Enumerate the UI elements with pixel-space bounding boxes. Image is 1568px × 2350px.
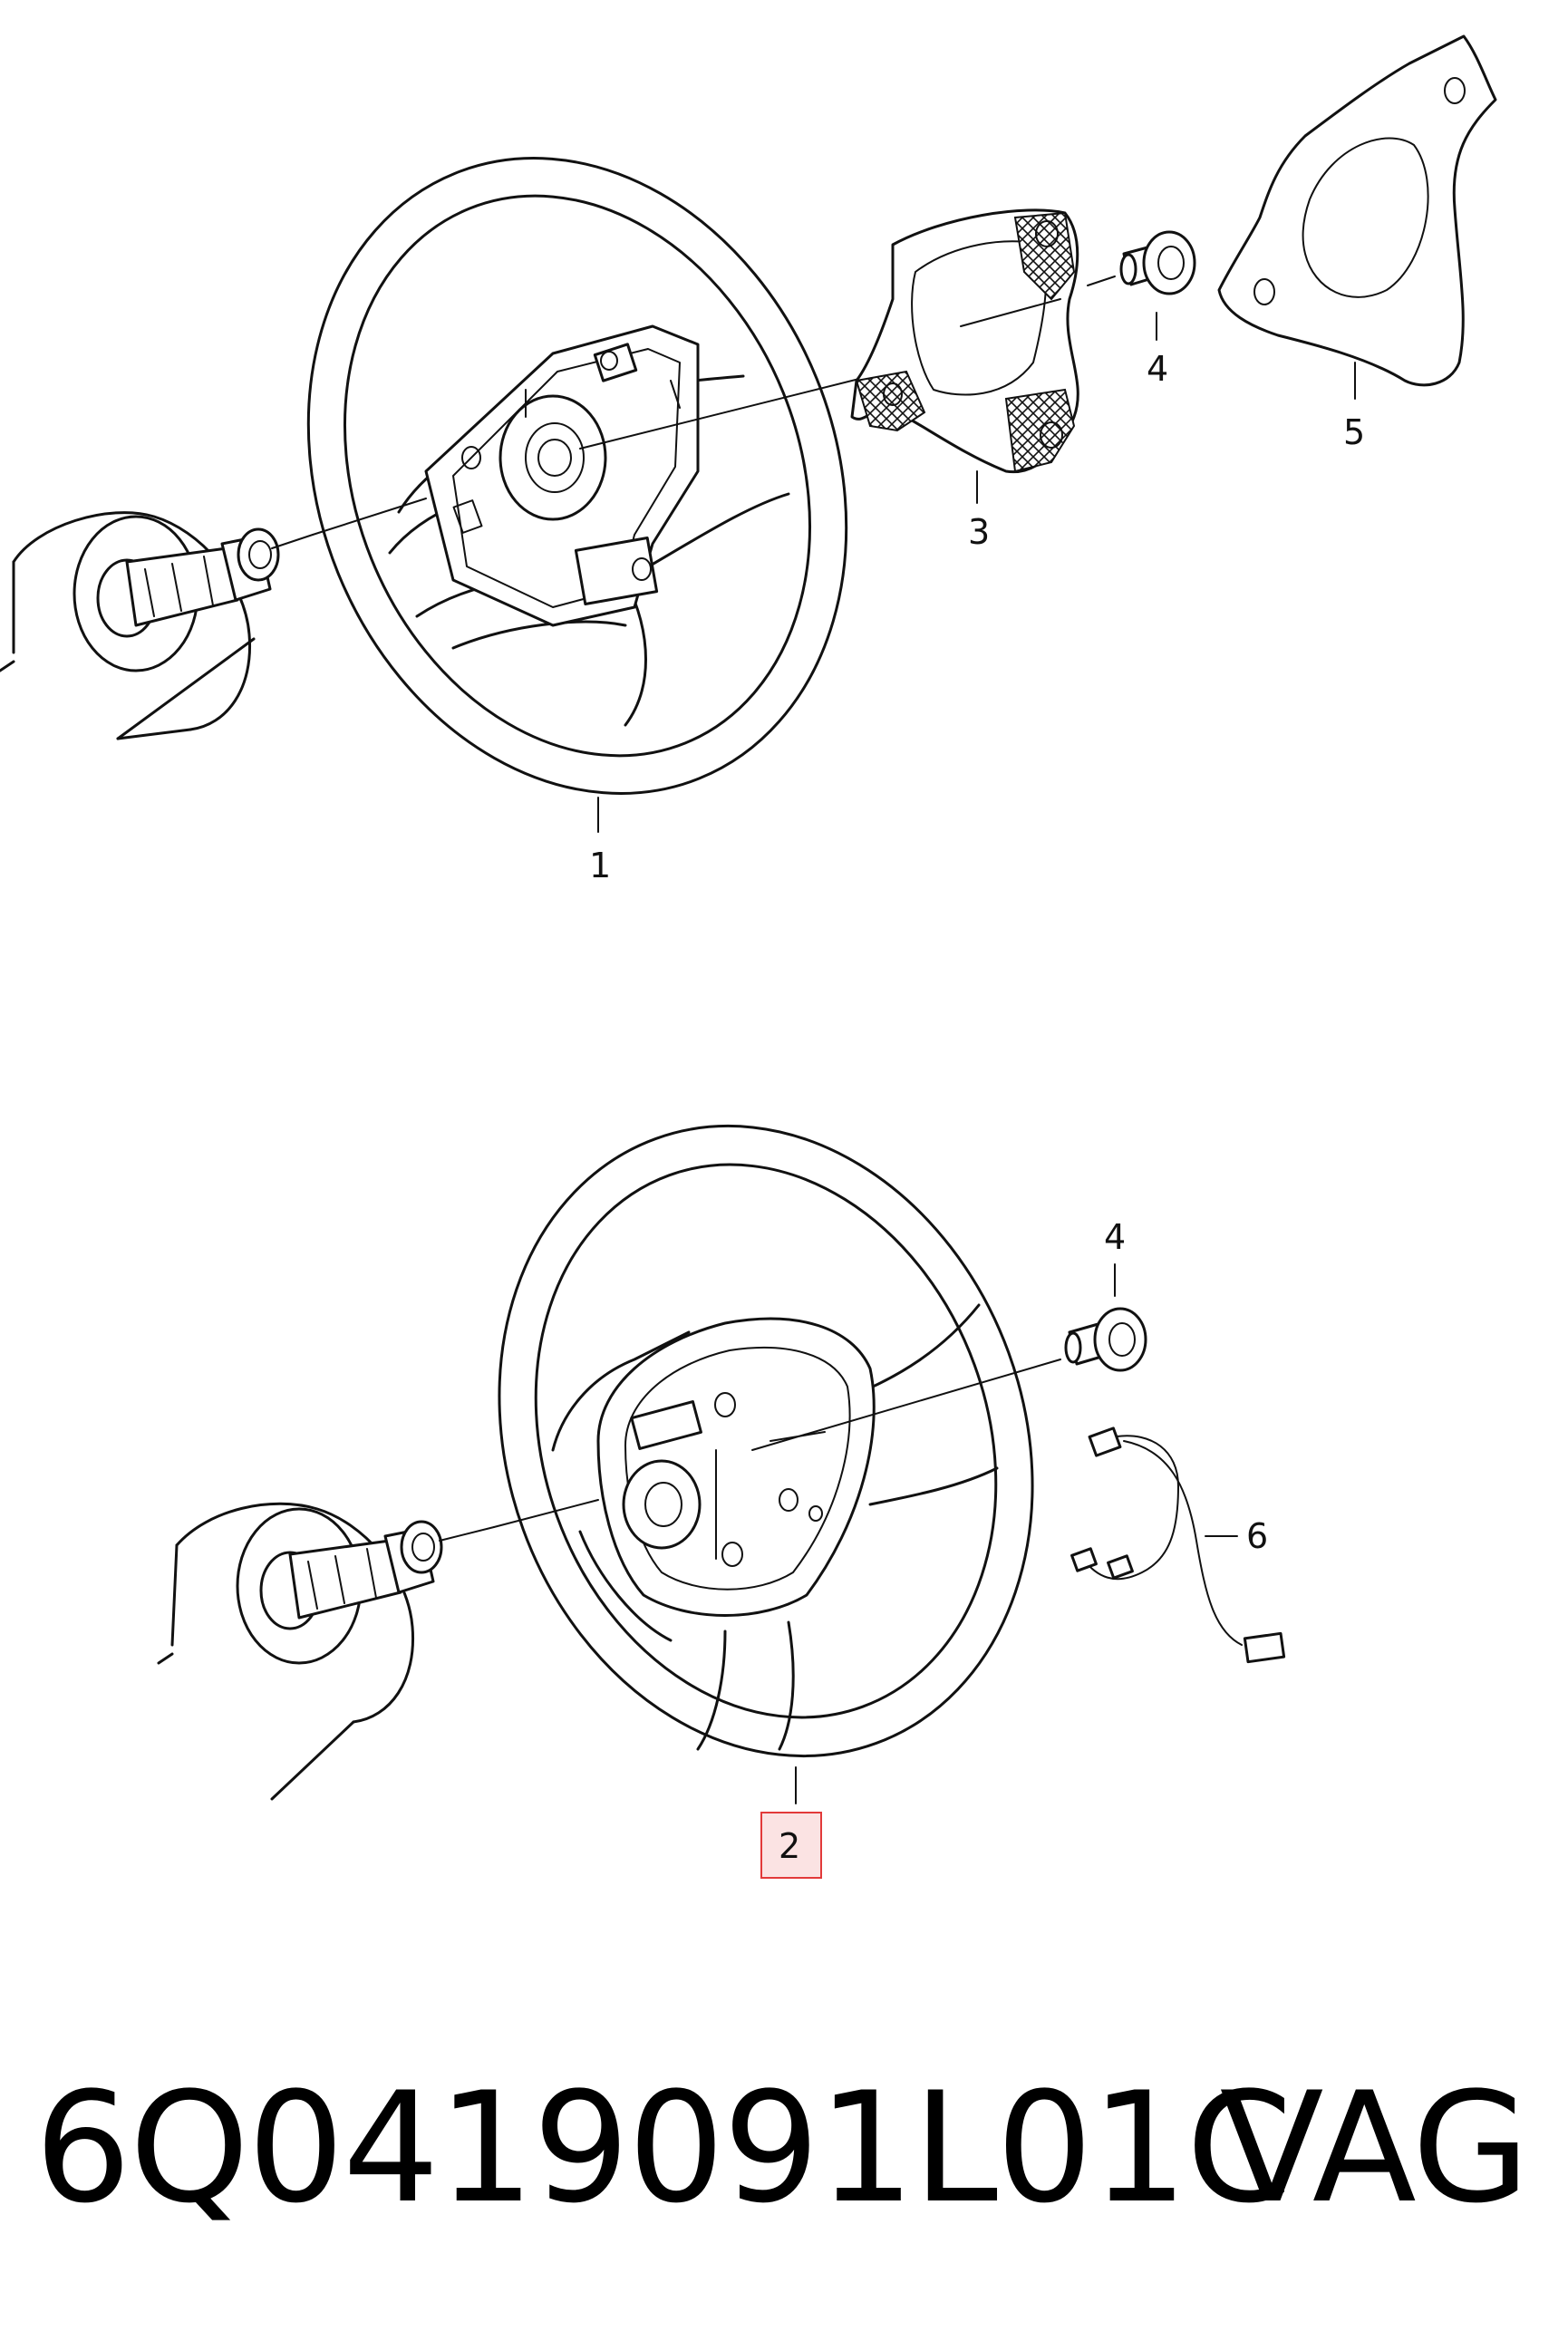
screw-4-top xyxy=(1087,230,1196,341)
top-assembly: 1 3 4 5 xyxy=(0,34,1497,885)
callout-6: 6 xyxy=(1246,1516,1268,1556)
screw-4-bottom xyxy=(1064,1263,1147,1372)
callout-4-top: 4 xyxy=(1147,349,1168,389)
callout-1: 1 xyxy=(589,846,611,885)
callout-2: 2 xyxy=(779,1826,800,1866)
wiring-harness-6 xyxy=(1070,1426,1286,1664)
steering-wheel-1 xyxy=(306,157,871,795)
trim-cover-3 xyxy=(850,208,1079,504)
steering-column-top xyxy=(0,511,314,740)
plate-5 xyxy=(1217,34,1497,400)
steering-wheel-2 xyxy=(493,1124,1061,1804)
bottom-assembly: 4 6 2 xyxy=(157,1124,1286,1879)
callout-3: 3 xyxy=(968,512,990,552)
callout-4-bottom: 4 xyxy=(1104,1217,1126,1257)
callout-2-highlight xyxy=(760,1812,822,1879)
callout-5: 5 xyxy=(1343,412,1365,452)
steering-column-bottom xyxy=(157,1502,495,1801)
part-number: 6Q0419091L01C xyxy=(34,2059,1292,2237)
brand-name: VAG xyxy=(1219,2059,1530,2237)
